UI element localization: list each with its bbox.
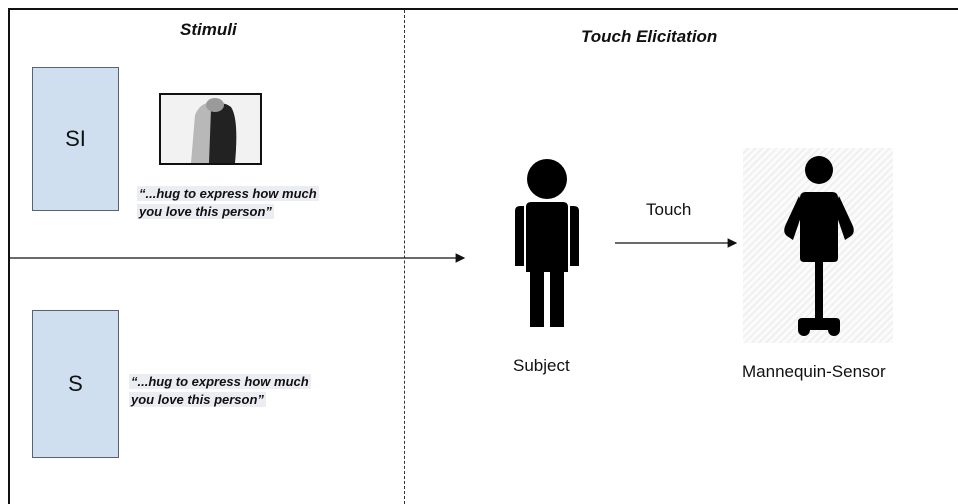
- hug-photo-figure: [161, 95, 260, 163]
- condition-label-si: SI: [65, 126, 86, 151]
- touch-label: Touch: [646, 200, 692, 219]
- stimuli-title: Stimuli: [180, 20, 237, 39]
- condition-box-s: S: [32, 310, 119, 458]
- quote-si: “...hug to express how much you love thi…: [137, 185, 367, 221]
- quote-s-line2: you love this person”: [129, 392, 266, 407]
- frame-left-border: [8, 8, 10, 504]
- hug-photo: [159, 93, 262, 165]
- frame-top-border: [8, 8, 958, 10]
- mannequin-icon: [784, 156, 854, 336]
- mannequin-sensor-label: Mannequin-Sensor: [742, 362, 886, 381]
- quote-si-line2: you love this person”: [137, 204, 274, 219]
- section-divider: [404, 10, 405, 504]
- person-icon: [515, 159, 579, 327]
- quote-s: “...hug to express how much you love thi…: [129, 373, 359, 409]
- quote-si-line1: “...hug to express how much: [137, 186, 319, 201]
- quote-s-line1: “...hug to express how much: [129, 374, 311, 389]
- subject-label: Subject: [513, 356, 570, 375]
- condition-label-s: S: [68, 371, 83, 396]
- condition-box-si: SI: [32, 67, 119, 211]
- touch-elicitation-title: Touch Elicitation: [581, 27, 718, 46]
